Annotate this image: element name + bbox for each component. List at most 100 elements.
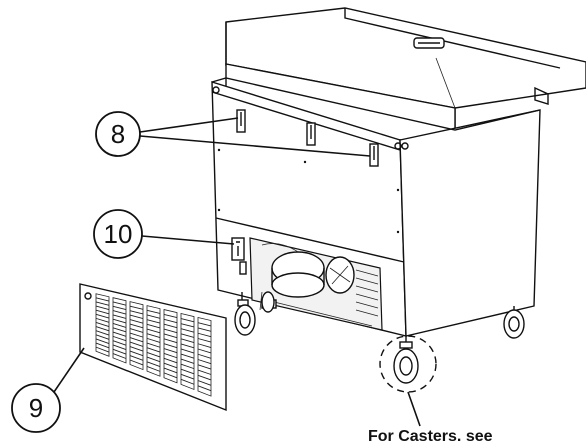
grille-slat: [129, 341, 144, 347]
grille-column: [197, 316, 212, 397]
grille-slat: [146, 347, 161, 353]
callout-8-label: 8: [111, 119, 125, 149]
caster-note-leader: [407, 391, 421, 427]
rear-bracket-middle: [306, 122, 316, 146]
callout-9: 9: [11, 347, 85, 433]
grille-slat: [112, 323, 127, 328]
grille-slat: [197, 385, 212, 392]
grille-slat: [180, 348, 195, 354]
grille-slat: [112, 353, 127, 359]
grille-slat: [112, 310, 127, 315]
grille-slat: [146, 337, 161, 343]
caster-highlight-circle: [379, 335, 437, 393]
grille-slat: [95, 313, 110, 319]
grille-slat: [163, 338, 178, 344]
grille-slat: [129, 355, 144, 361]
grille-slat: [129, 323, 144, 329]
grille-slat: [146, 356, 161, 363]
grille-slat: [180, 333, 195, 338]
grille-slat: [146, 361, 161, 367]
grille-slat: [95, 330, 110, 336]
grille-slat: [180, 363, 195, 370]
grille-slat: [197, 353, 212, 359]
grille-slat: [180, 343, 195, 349]
grille-slat: [112, 327, 127, 333]
grille-slat: [197, 327, 212, 332]
callout-10-label: 10: [104, 219, 133, 249]
grille-slat: [95, 309, 110, 315]
grille-slat: [112, 314, 127, 319]
grille-slat: [197, 380, 212, 386]
grille-slat: [112, 301, 127, 306]
grille-slat: [163, 343, 178, 349]
rear-bracket-left: [236, 109, 246, 133]
grille-slat: [180, 373, 195, 380]
grille-slat: [112, 305, 127, 311]
grille-slat: [197, 364, 212, 370]
grille-slat: [163, 352, 178, 359]
callout-8-leader-lower: [139, 135, 371, 157]
grille-slat: [129, 328, 144, 333]
grille-slat: [95, 322, 110, 327]
grille-slat: [180, 368, 195, 375]
grille-slat: [146, 309, 161, 314]
grille-slat: [163, 314, 178, 319]
grille-slat: [197, 338, 212, 343]
grille-slat: [95, 346, 110, 353]
grille-slat: [112, 318, 127, 324]
grille-slat: [163, 318, 178, 324]
grille-slat: [146, 366, 161, 372]
callout-8: 8: [95, 111, 371, 157]
grille-column: [95, 293, 110, 357]
grille-slat: [129, 332, 144, 338]
grille-slat: [146, 351, 161, 358]
grille-slat: [180, 323, 195, 328]
caster-note-text: For Casters, see: [368, 428, 493, 441]
grille-slat: [180, 318, 195, 323]
grille-slat: [146, 323, 161, 329]
grille-slat: [146, 314, 161, 319]
grille-slat: [197, 374, 212, 381]
grille-slat: [163, 323, 178, 329]
grille-slat: [95, 317, 110, 323]
louvered-grille: [79, 283, 227, 412]
grille-slat: [95, 338, 110, 344]
grille-slat: [146, 342, 161, 348]
grille-slat: [129, 337, 144, 343]
grille-column: [163, 309, 178, 384]
grille-slat: [180, 378, 195, 385]
grille-slat: [180, 358, 195, 364]
grille-slat: [95, 305, 110, 310]
top-cover: [225, 7, 586, 150]
grille-column: [112, 297, 127, 364]
lid-handle: [413, 37, 445, 49]
grille-slat: [146, 319, 161, 324]
grille-slat: [129, 314, 144, 320]
grille-slat: [112, 335, 127, 342]
grille-slat: [129, 310, 144, 315]
grille-slat: [112, 344, 127, 351]
callout-9-leader: [53, 347, 85, 393]
rear-bracket-right: [369, 143, 379, 167]
grille-slat: [163, 328, 178, 334]
grille-slat: [197, 359, 212, 365]
grille-slat: [146, 328, 161, 334]
grille-slat: [163, 362, 178, 369]
grille-slat: [146, 333, 161, 339]
caster-front-left: [234, 292, 256, 336]
grille-slat: [163, 357, 178, 364]
callout-9-label: 9: [29, 393, 43, 423]
grille-slat: [180, 338, 195, 344]
grille-slat: [197, 343, 212, 348]
grille-slat: [163, 372, 178, 379]
caster-note: For Casters, see: [368, 391, 493, 441]
grille-slat: [129, 319, 144, 324]
electrical-box: [231, 237, 247, 275]
grille-slat: [163, 333, 178, 339]
caster-rear-right: [503, 306, 525, 339]
grille-slat: [163, 348, 178, 354]
caster-front-right: [393, 336, 419, 384]
grille-slat: [95, 334, 110, 340]
callout-8-leader-upper: [139, 117, 239, 133]
